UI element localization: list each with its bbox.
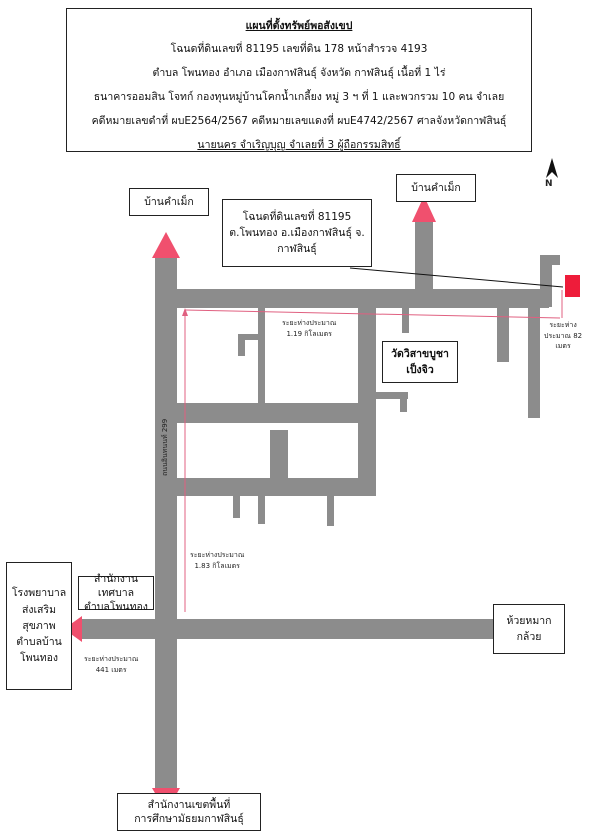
stub-3 [270, 430, 288, 478]
branch-road-b [528, 300, 540, 418]
school-office-label: สำนักงานเขตพื้นที่ การศึกษามัธยมกาฬสินธุ… [117, 793, 261, 831]
main-road-vertical [155, 258, 177, 790]
branch-road-c [402, 305, 409, 333]
branch-road-a [497, 300, 509, 362]
temple-spur [376, 392, 408, 399]
north-arrow-icon [546, 158, 558, 178]
arrow-north-right [412, 196, 436, 222]
deed-box-line-1: โฉนดที่ดินเลขที่ 81195 [242, 210, 352, 223]
north-spur-road [415, 218, 433, 289]
property-marker [565, 275, 580, 297]
distance-note-1-19km: ระยะห่างประมาณ 1.19 กิโลเมตร [282, 319, 337, 338]
municipality-label: สำนักงานเทศบาล ตำบลโพนทอง [78, 573, 154, 613]
stub-4 [233, 496, 240, 518]
deed-box-line-2: ต.โพนทอง อ.เมืองกาฬสินธุ์ จ. [229, 226, 365, 239]
deed-pointer-line [349, 267, 564, 288]
north-label: N [545, 179, 553, 189]
distance-note-441m: ระยะห่างประมาณ 441 เมตร [84, 655, 139, 674]
temple-spur-down [400, 392, 407, 412]
arrow-west [64, 616, 82, 642]
owner-line: นายนคร จำเริญบุญ จำเลยที่ 3 ผู้ถือกรรมสิ… [197, 139, 401, 151]
map-header-box: แผนที่ตั้งทรัพย์พอสังเขป โฉนดที่ดินเลขที… [66, 8, 532, 152]
road-name-label: ถนนอินทนนท์ 299 [161, 418, 169, 476]
temple-label: วัดวิสาขบูชา เป็งจิว [382, 341, 458, 383]
stub-5 [258, 496, 265, 524]
east-road-hook [540, 255, 560, 265]
ban-kham-mek-left-label: บ้านคำเม็ก [129, 188, 209, 216]
middle-road-vertical [358, 300, 376, 496]
deed-info-line: โฉนดที่ดินเลขที่ 81195 เลขที่ดิน 178 หน้… [170, 43, 428, 55]
upper-road [177, 289, 549, 308]
case-numbers-line: คดีหมายเลขดำที่ ผบE2564/2567 คดีหมายเลขแ… [91, 115, 507, 127]
parties-line: ธนาคารออมสิน โจทก์ กองทุนหมู่บ้านโคกน้ำเ… [93, 91, 505, 103]
ban-kham-mek-right-label: บ้านคำเม็ก [396, 174, 476, 202]
location-line: ตำบล โพนทอง อำเภอ เมืองกาฬสินธุ์ จังหวัด… [152, 67, 446, 79]
stub-6 [327, 496, 334, 526]
stub-2 [258, 308, 265, 403]
stub-1b [238, 334, 245, 356]
main-road-horizontal [80, 619, 500, 639]
arrow-north-left [152, 232, 180, 258]
distance-note-1-83km: ระยะห่างประมาณ 1.83 กิโลเมตร [190, 551, 245, 570]
stub-1 [238, 334, 258, 340]
deed-location-box: โฉนดที่ดินเลขที่ 81195 ต.โพนทอง อ.เมืองก… [222, 199, 372, 267]
hospital-label: โรงพยาบาล ส่งเสริม สุขภาพ ตำบลบ้าน โพนทอ… [6, 562, 72, 690]
map-title: แผนที่ตั้งทรัพย์พอสังเขป [245, 20, 353, 32]
distance-note-82m: ระยะห่าง ประมาณ 82 เมตร [544, 321, 583, 350]
deed-box-line-3: กาฬสินธุ์ [277, 243, 317, 256]
east-road [540, 255, 552, 307]
mid-road-2 [177, 478, 376, 496]
huai-mak-label: ห้วยหมาก กล้วย [493, 604, 565, 654]
mid-road-1 [177, 403, 358, 423]
distance-line-horizontal [184, 309, 561, 319]
